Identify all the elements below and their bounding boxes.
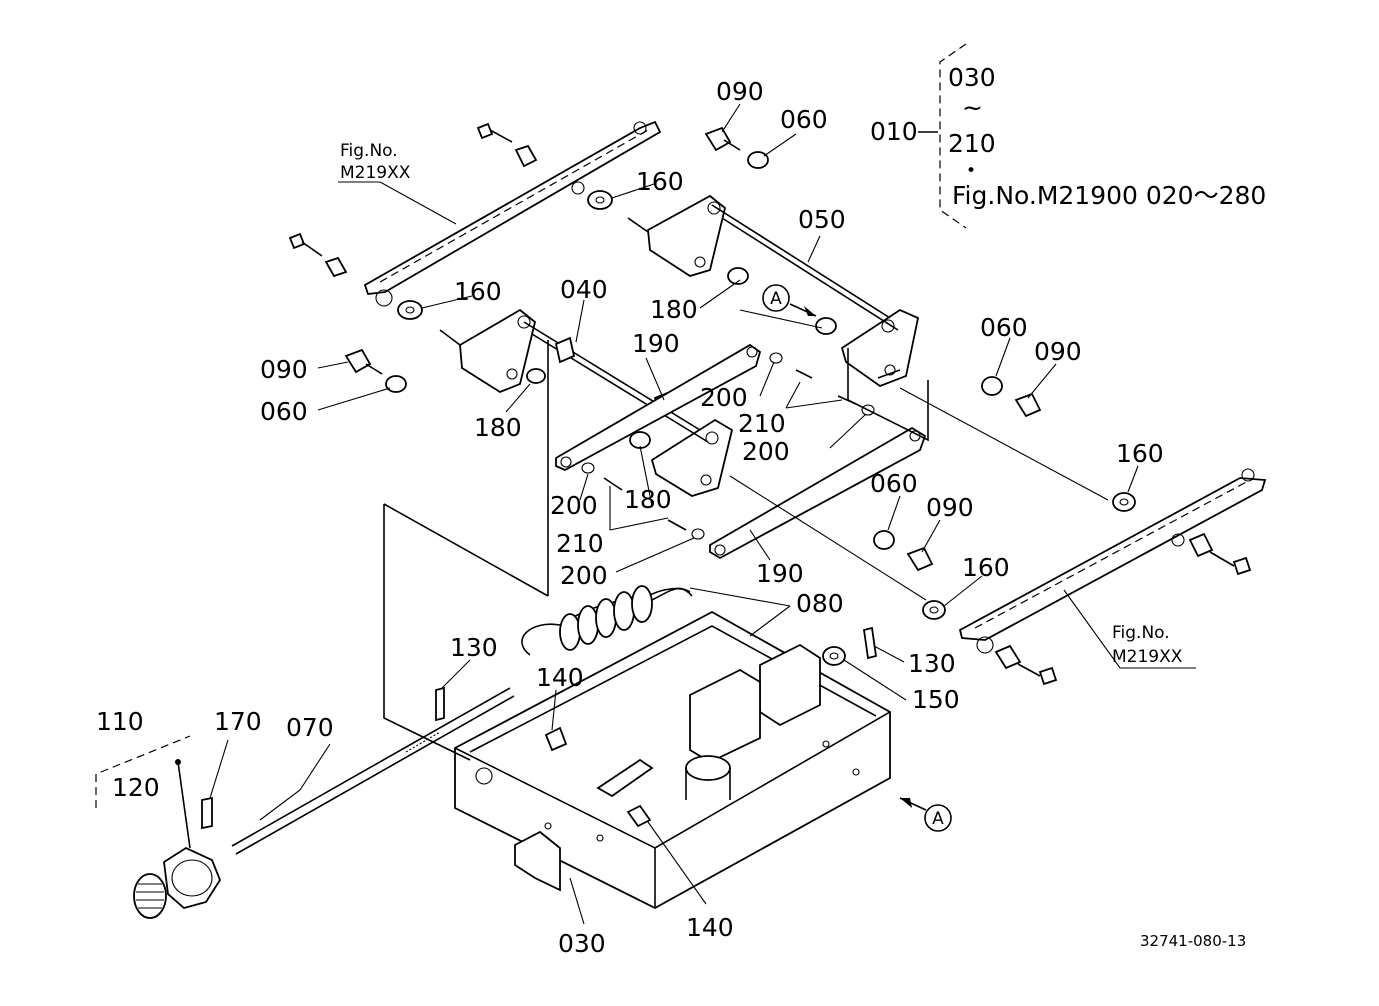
washer-150 <box>822 646 846 666</box>
pin-170 <box>201 796 213 830</box>
base-plate-030 <box>454 610 891 910</box>
rail-bolt-middle <box>288 232 348 278</box>
label-050: 050 <box>798 205 846 234</box>
label-090-d: 090 <box>926 493 974 522</box>
marker-a-bottom: A <box>899 797 952 832</box>
label-160-c: 160 <box>1116 439 1164 468</box>
label-160-b: 160 <box>454 277 502 306</box>
fig-ref-a-line2: M219XX <box>340 163 411 183</box>
link-frame-050 <box>627 194 920 388</box>
rod-070 <box>231 687 515 855</box>
label-070: 070 <box>286 713 334 742</box>
small-parts <box>344 126 1136 620</box>
label-130-b: 130 <box>908 649 956 678</box>
fig-ref-b-line2: M219XX <box>1112 647 1183 667</box>
seat-rail-right <box>958 468 1267 654</box>
marker-a-top: A <box>762 284 817 317</box>
label-180-c: 180 <box>624 485 672 514</box>
label-080: 080 <box>796 589 844 618</box>
pin-130-right <box>862 626 878 660</box>
label-210-b: 210 <box>556 529 604 558</box>
label-210-a: 210 <box>738 409 786 438</box>
stopper-140-lower <box>626 804 652 828</box>
rail-bolt-upper <box>476 122 538 168</box>
rail-bolt-right <box>1188 532 1252 576</box>
rail-bolt-lower-right <box>994 644 1058 686</box>
label-190-b: 190 <box>756 559 804 588</box>
spring-080-upper <box>521 585 693 656</box>
label-060-a: 060 <box>780 105 828 134</box>
label-range-tilde: ~ <box>962 93 983 122</box>
label-010: 010 <box>870 117 918 146</box>
label-bullet: • <box>966 161 976 181</box>
pin-130-left <box>435 686 445 722</box>
scissor-arm-190-upper <box>555 343 762 472</box>
fig-ref-a-line1: Fig.No. <box>340 141 398 161</box>
label-120: 120 <box>112 773 160 802</box>
cap-120 <box>133 873 167 919</box>
label-200-d: 200 <box>560 561 608 590</box>
label-160-a: 160 <box>636 167 684 196</box>
label-200-c: 200 <box>550 491 598 520</box>
leader-lines <box>209 103 1196 925</box>
drawing-number: 32741-080-13 <box>1140 932 1246 950</box>
label-fig-reference: Fig.No.M21900 020～280 <box>952 181 1266 210</box>
label-180-a: 180 <box>650 295 698 324</box>
label-150: 150 <box>912 685 960 714</box>
group-bracket-010 <box>918 43 967 229</box>
label-180-b: 180 <box>474 413 522 442</box>
label-200-a: 200 <box>700 383 748 412</box>
label-140-b: 140 <box>686 913 734 942</box>
label-130-a: 130 <box>450 633 498 662</box>
label-060-b: 060 <box>260 397 308 426</box>
label-090-a: 090 <box>716 77 764 106</box>
label-160-d: 160 <box>962 553 1010 582</box>
label-210-range-end: 210 <box>948 129 996 158</box>
knob-110 <box>163 759 222 909</box>
label-090-b: 090 <box>260 355 308 384</box>
label-110: 110 <box>96 707 144 736</box>
label-060-d: 060 <box>870 469 918 498</box>
stopper-140-upper <box>544 726 568 752</box>
group-bracket-110 <box>95 735 191 808</box>
label-200-b: 200 <box>742 437 790 466</box>
label-060-c: 060 <box>980 313 1028 342</box>
label-030: 030 <box>558 929 606 958</box>
seat-rail-upper-left <box>363 120 662 307</box>
label-090-c: 090 <box>1034 337 1082 366</box>
marker-a-bottom-label: A <box>932 809 944 829</box>
label-170: 170 <box>214 707 262 736</box>
fig-ref-b-line1: Fig.No. <box>1112 623 1170 643</box>
label-190-a: 190 <box>632 329 680 358</box>
label-140-a: 140 <box>536 663 584 692</box>
label-040: 040 <box>560 275 608 304</box>
marker-a-top-label: A <box>770 289 782 309</box>
label-030-range-start: 030 <box>948 63 996 92</box>
